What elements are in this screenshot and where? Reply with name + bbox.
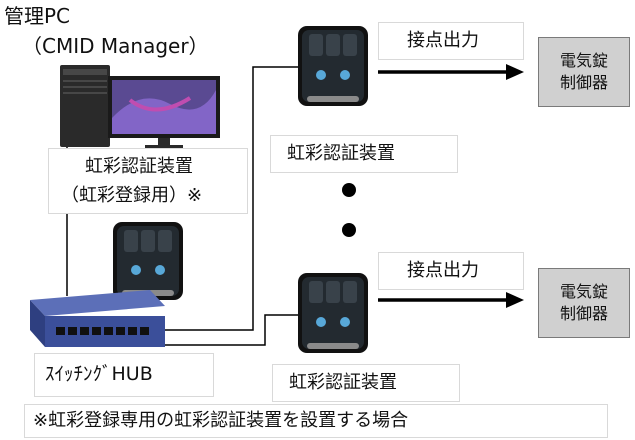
lock-controller-bottom-line1: 電気錠 bbox=[559, 282, 608, 301]
ellipsis-dot-2 bbox=[342, 223, 356, 237]
device-label-box-top: 虹彩認証装置 bbox=[270, 135, 458, 173]
pc-icon bbox=[60, 65, 220, 148]
output-arrow-top bbox=[378, 64, 524, 80]
device-label-box-bottom: 虹彩認証装置 bbox=[272, 364, 460, 402]
lock-controller-top: 電気錠 制御器 bbox=[538, 37, 630, 107]
output-arrow-bottom bbox=[378, 292, 524, 308]
iris-device-enroll bbox=[113, 222, 183, 300]
pc-title: 管理PC bbox=[4, 4, 71, 28]
enroll-device-label-line1: 虹彩認証装置 bbox=[85, 156, 193, 177]
contact-output-label-top: 接点出力 bbox=[407, 30, 479, 51]
contact-output-box-bottom: 接点出力 bbox=[378, 252, 524, 290]
lock-controller-top-line1: 電気錠 bbox=[559, 51, 608, 70]
contact-output-box-top: 接点出力 bbox=[378, 22, 524, 60]
lock-controller-bottom-line2: 制御器 bbox=[559, 304, 608, 323]
footnote: ※虹彩登録専用の虹彩認証装置を設置する場合 bbox=[33, 410, 409, 431]
iris-device-bottom bbox=[298, 273, 368, 353]
enroll-device-label-line2: （虹彩登録用）※ bbox=[61, 185, 203, 206]
hub-label-box: ｽｲｯﾁﾝｸﾞHUB bbox=[34, 353, 214, 397]
lock-controller-top-line2: 制御器 bbox=[559, 73, 608, 92]
device-label-top: 虹彩認証装置 bbox=[287, 143, 395, 164]
hub-to-bottom-device-line bbox=[135, 314, 300, 346]
iris-device-top bbox=[298, 26, 368, 106]
contact-output-label-bottom: 接点出力 bbox=[407, 260, 479, 281]
hub-to-top-device-line bbox=[135, 66, 300, 331]
ellipsis-dot-1 bbox=[342, 183, 356, 197]
enroll-device-label-box: 虹彩認証装置 （虹彩登録用）※ bbox=[48, 148, 248, 214]
switching-hub-icon bbox=[30, 290, 165, 347]
device-label-bottom: 虹彩認証装置 bbox=[289, 372, 397, 393]
pc-subtitle: （CMID Manager） bbox=[22, 34, 209, 58]
footnote-box: ※虹彩登録専用の虹彩認証装置を設置する場合 bbox=[24, 404, 608, 438]
hub-label: ｽｲｯﾁﾝｸﾞHUB bbox=[45, 363, 153, 385]
lock-controller-bottom: 電気錠 制御器 bbox=[538, 268, 630, 338]
